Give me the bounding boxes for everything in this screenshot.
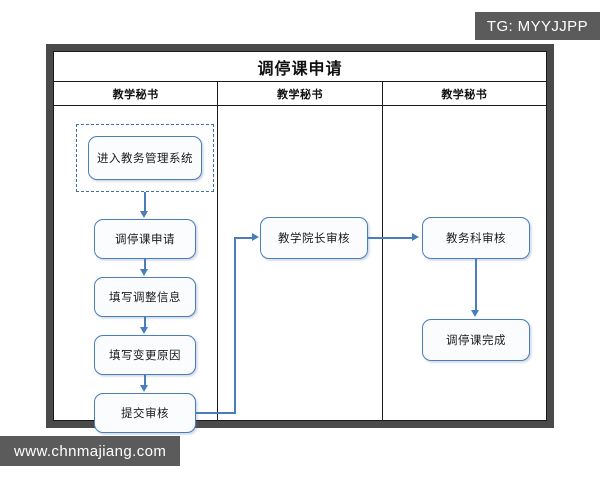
diagram-outer-frame: 调停课申请 教学秘书 教学秘书 教学秘书 进入教务管理系统 调停课申请 填写调整… bbox=[46, 44, 554, 433]
lane-header-row: 教学秘书 教学秘书 教学秘书 bbox=[54, 82, 546, 106]
site-watermark-badge: www.chnmajiang.com bbox=[0, 436, 181, 466]
lane-header-2: 教学秘书 bbox=[217, 82, 381, 105]
lane-header-3: 教学秘书 bbox=[381, 82, 546, 105]
lanes-body: 进入教务管理系统 调停课申请 填写调整信息 填写变更原因 提交审核 教学院长审核… bbox=[54, 106, 546, 433]
lane-header-1: 教学秘书 bbox=[112, 88, 159, 101]
diagram-title: 调停课申请 bbox=[54, 52, 546, 82]
lane-1 bbox=[54, 106, 217, 420]
lane-3 bbox=[381, 106, 546, 420]
tg-watermark-badge: TG: MYYJJPP bbox=[474, 12, 600, 40]
lane-2 bbox=[217, 106, 381, 420]
swimlane-table: 调停课申请 教学秘书 教学秘书 教学秘书 进入教务管理系统 调停课申请 填写调整… bbox=[53, 51, 547, 433]
